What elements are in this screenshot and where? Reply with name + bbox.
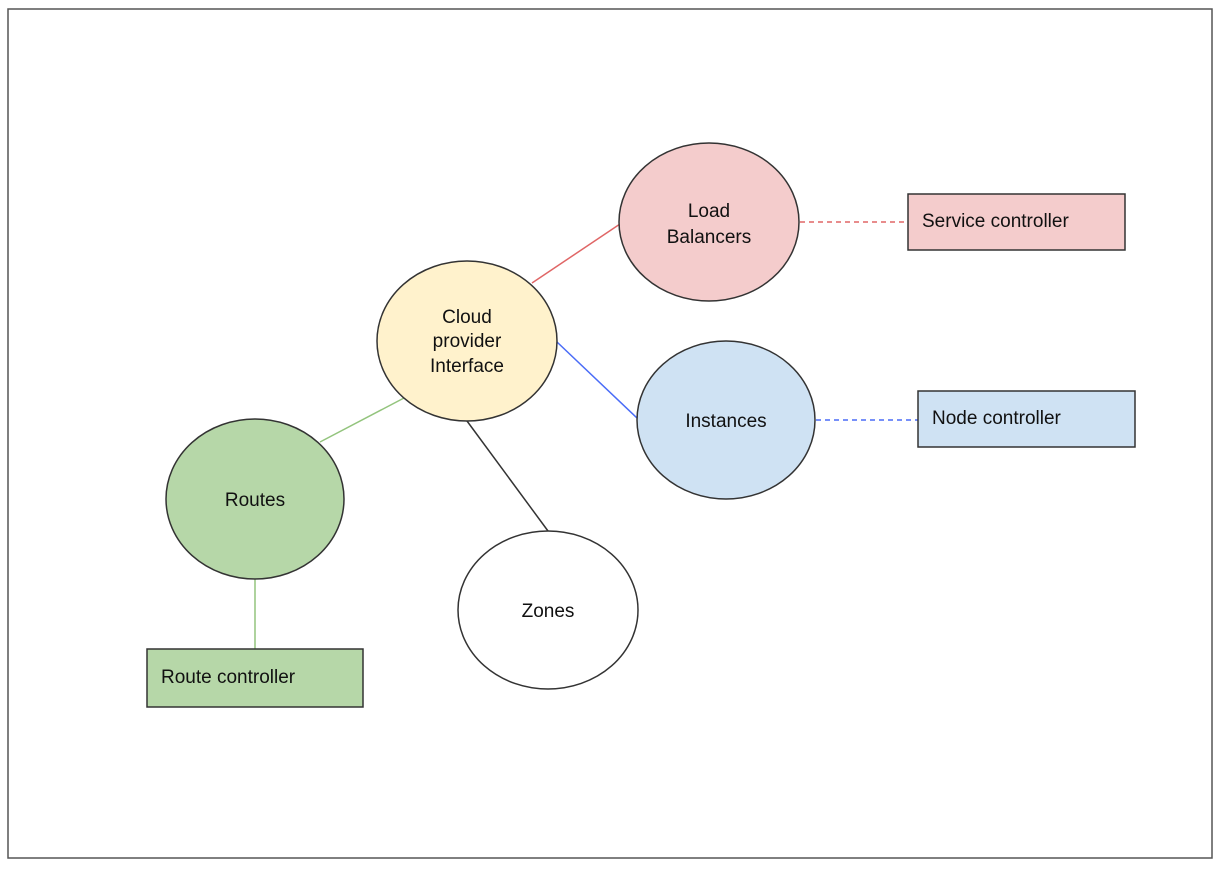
edge-cloud-to-load-balancers (531, 223, 621, 284)
controller-route-box (146, 648, 364, 708)
node-instances-shape (636, 340, 816, 500)
controller-node-label: Node controller (932, 408, 1062, 429)
controller-route[interactable]: Route controller (146, 648, 364, 708)
node-routes-shape (165, 418, 345, 580)
edge-cloud-to-instances (556, 341, 638, 419)
node-zones-line-1: Zones (522, 601, 575, 622)
controller-service-box (907, 193, 1126, 251)
node-instances-line-1: Instances (685, 411, 766, 432)
node-cloud-provider-shape (376, 260, 558, 422)
controller-node-box (917, 390, 1136, 448)
controller-route-label: Route controller (161, 667, 296, 688)
edge-cloud-to-zones (466, 420, 549, 532)
node-routes-line-1: Routes (225, 490, 285, 511)
node-routes[interactable]: Routes (165, 418, 345, 580)
controller-node[interactable]: Node controller (917, 390, 1136, 448)
node-cloud-provider-interface[interactable]: Cloud provider Interface (376, 260, 558, 422)
node-cloud-provider-line-1: Cloud (442, 307, 492, 328)
node-load-balancers[interactable]: Load Balancers (618, 142, 800, 302)
controller-service[interactable]: Service controller (907, 193, 1126, 251)
node-zones[interactable]: Zones (457, 530, 639, 690)
node-zones-shape (457, 530, 639, 690)
node-load-balancers-line-1: Load (688, 201, 730, 222)
edge-cloud-to-routes (319, 397, 405, 443)
node-cloud-provider-line-3: Interface (430, 356, 504, 377)
controller-service-label: Service controller (922, 211, 1069, 232)
node-instances[interactable]: Instances (636, 340, 816, 500)
node-load-balancers-line-2: Balancers (667, 227, 752, 248)
node-cloud-provider-line-2: provider (433, 331, 502, 352)
node-load-balancers-shape (618, 142, 800, 302)
